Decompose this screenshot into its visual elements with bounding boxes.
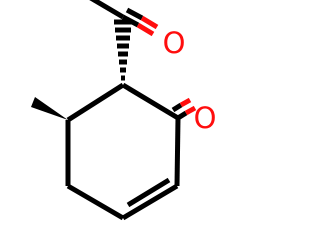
bond-ring-co-b-oxygen xyxy=(179,97,192,108)
hashed-wedge-bond xyxy=(114,19,132,81)
bond-acetyl-methyl xyxy=(89,0,125,20)
bond-c4-c5 xyxy=(66,183,125,221)
bond-ring-co-a-oxygen xyxy=(184,105,197,116)
ring-oxygen-label: O xyxy=(194,101,217,135)
ketone-oxygen-label: O xyxy=(163,26,186,60)
bond-acetyl-co-a-oxygen xyxy=(136,22,155,37)
bond-c6-c1 xyxy=(66,82,125,123)
bond-ring-co-b-carbon xyxy=(171,102,183,113)
bond-c3-c4 xyxy=(121,183,179,221)
bond-ring-co-a-carbon xyxy=(176,110,188,121)
bond-acetyl-co-a-carbon xyxy=(121,14,140,28)
bond-c3-c4-inner xyxy=(126,177,171,208)
bond-c2-c3 xyxy=(174,117,181,187)
bond-acetyl-co-b-carbon xyxy=(125,7,144,21)
molecule-structure: O O xyxy=(31,0,217,221)
bond-c1-c2 xyxy=(121,82,180,121)
bond-acetyl-co-b-oxygen xyxy=(140,15,159,30)
solid-wedge-bond xyxy=(31,97,68,120)
